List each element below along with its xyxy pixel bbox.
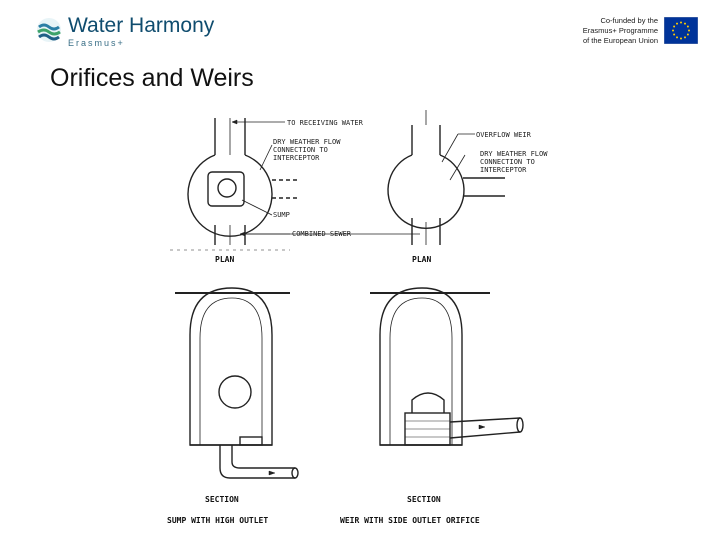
- plan-right-diagram: [387, 110, 505, 245]
- label-dwf-left-2: CONNECTION TO: [273, 146, 328, 154]
- label-plan-right: PLAN: [412, 255, 431, 264]
- label-section-right: SECTION: [407, 495, 441, 504]
- page-title: Orifices and Weirs: [50, 64, 254, 92]
- section-right-diagram: [370, 287, 524, 446]
- eu-line-3: of the European Union: [582, 36, 658, 45]
- water-drop-icon: [37, 18, 61, 42]
- orifice-weir-drawing: TO RECEIVING WATER DRY WEATHER FLOW CONN…: [167, 110, 548, 525]
- label-plan-left: PLAN: [215, 255, 234, 264]
- eu-funding-text: Co-funded by the Erasmus+ Programme of t…: [560, 16, 658, 46]
- label-dwf-right-3: INTERCEPTOR: [480, 166, 527, 174]
- section-left-diagram: [175, 287, 299, 479]
- plan-left-diagram: [170, 118, 300, 251]
- label-combined-sewer: COMBINED SEWER: [292, 230, 352, 238]
- label-receiving-water: TO RECEIVING WATER: [287, 119, 364, 127]
- caption-right: WEIR WITH SIDE OUTLET ORIFICE: [340, 516, 480, 525]
- label-dwf-left-3: INTERCEPTOR: [273, 154, 320, 162]
- water-harmony-logo: Water Harmony Erasmus+: [36, 14, 236, 50]
- label-dwf-left-1: DRY WEATHER FLOW: [273, 138, 341, 146]
- logo-subtitle: Erasmus+: [68, 38, 125, 48]
- eu-line-2: Erasmus+ Programme: [582, 26, 658, 35]
- logo-name: Water Harmony: [68, 14, 215, 37]
- label-sump: SUMP: [273, 211, 290, 219]
- caption-left: SUMP WITH HIGH OUTLET: [167, 516, 268, 525]
- eu-line-1: Co-funded by the: [600, 16, 658, 25]
- eu-flag-icon: [664, 17, 698, 44]
- label-dwf-right-1: DRY WEATHER FLOW: [480, 150, 548, 158]
- label-section-left: SECTION: [205, 495, 239, 504]
- label-dwf-right-2: CONNECTION TO: [480, 158, 535, 166]
- label-overflow-weir: OVERFLOW WEIR: [476, 131, 532, 139]
